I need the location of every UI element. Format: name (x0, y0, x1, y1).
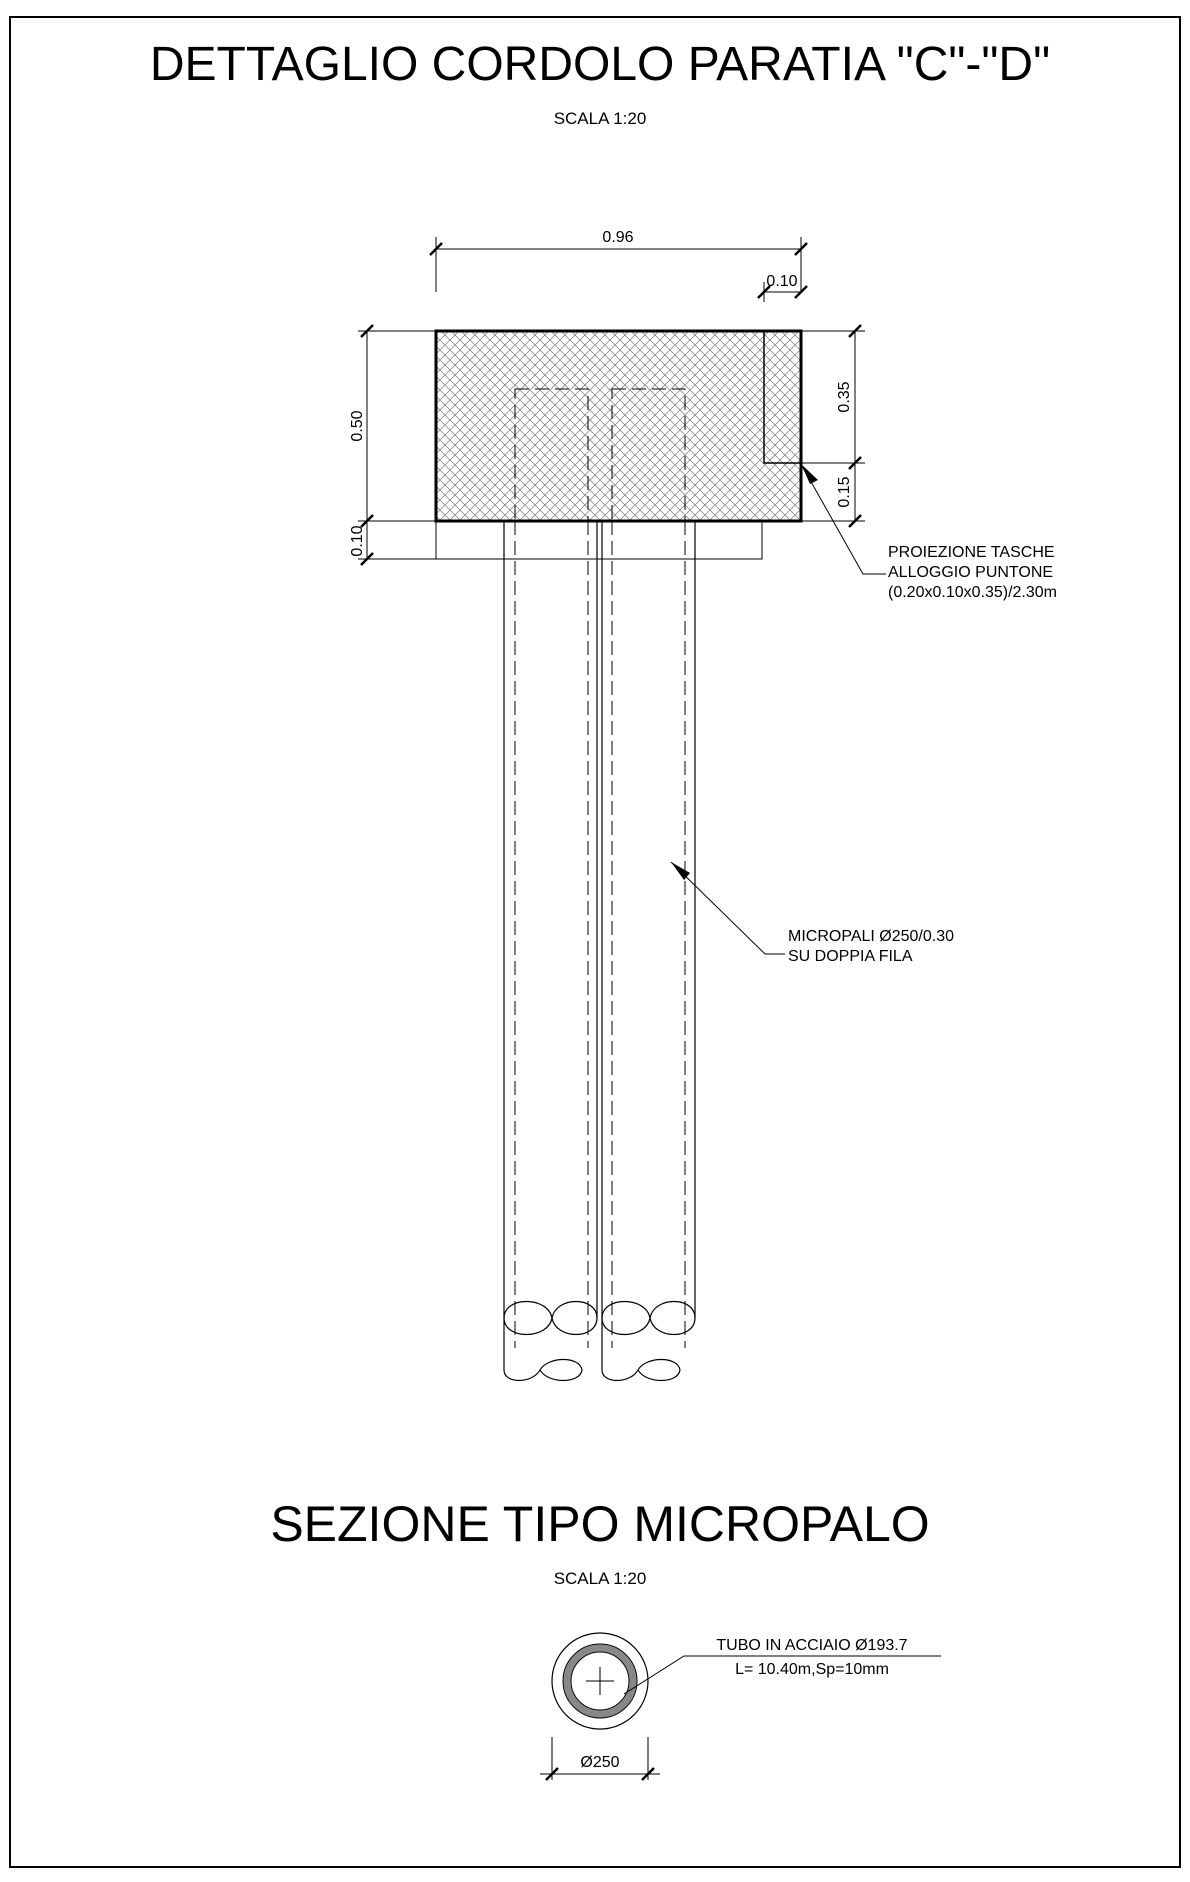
section-scale: SCALA 1:20 (554, 1569, 647, 1588)
lean-concrete-layer (435, 520, 763, 560)
dimension-label-height-total: 0.50 (349, 410, 366, 441)
micropile-right (601, 521, 696, 1382)
leader-piles (670, 861, 785, 955)
diameter-label: Ø250 (580, 1754, 619, 1771)
pile-head-left (514, 388, 589, 522)
dimension-width-pocket (757, 282, 808, 302)
note-pocket-line1: PROIEZIONE TASCHE (888, 544, 1055, 561)
page-title: DETTAGLIO CORDOLO PARATIA "C"-"D" (150, 38, 1050, 91)
leader-tube (623, 1655, 941, 1695)
strut-pocket-outline (763, 331, 801, 464)
dimension-width-total (429, 237, 808, 292)
dimension-height-right (801, 324, 865, 528)
pile-head-right (611, 388, 686, 522)
note-tube-line2: L= 10.40m,Sp=10mm (735, 1661, 889, 1678)
dimension-diameter (540, 1737, 660, 1781)
cap-beam-section (434, 329, 803, 523)
title-scale: SCALA 1:20 (554, 109, 647, 128)
steel-tube-ring (563, 1644, 637, 1718)
dimension-label-width-pocket: 0.10 (766, 273, 797, 290)
sheet-border (9, 16, 1181, 1868)
dimension-label-width-total: 0.96 (602, 229, 633, 246)
section-title: SEZIONE TIPO MICROPALO (270, 1496, 929, 1552)
note-pocket-line3: (0.20x0.10x0.35)/2.30m (888, 584, 1057, 601)
micropile-cross-section (551, 1632, 649, 1730)
note-piles-line2: SU DOPPIA FILA (788, 948, 913, 965)
dimension-label-height-upper: 0.35 (836, 381, 853, 412)
dimension-label-height-lower: 0.15 (836, 476, 853, 507)
cap-beam (434, 329, 803, 560)
dimension-label-height-lean: 0.10 (349, 525, 366, 556)
micropile-left (503, 521, 598, 1382)
dimension-height-left (358, 324, 436, 566)
leader-pocket (800, 463, 886, 575)
note-piles-line1: MICROPALI Ø250/0.30 (788, 928, 954, 945)
note-pocket-line2: ALLOGGIO PUNTONE (888, 564, 1053, 581)
borehole-circle (551, 1632, 649, 1730)
note-tube-line1: TUBO IN ACCIAIO Ø193.7 (716, 1637, 907, 1654)
